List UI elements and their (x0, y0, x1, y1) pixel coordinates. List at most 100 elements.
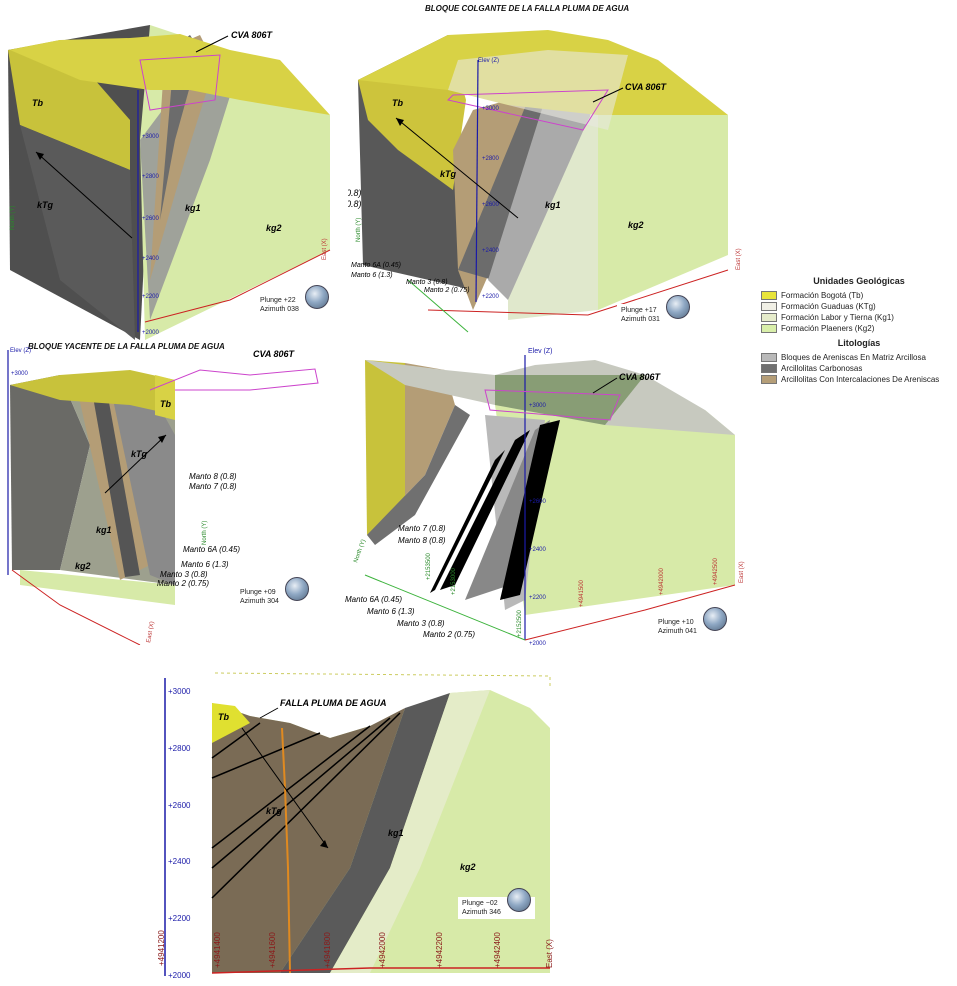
legend-item: Formación Labor y Tierna (Kg1) (761, 312, 957, 323)
tb-label-1: Tb (32, 98, 43, 108)
svg-text:+2200: +2200 (168, 914, 191, 923)
svg-text:+3000: +3000 (142, 134, 160, 140)
borehole-label-3: CVA 806T (253, 349, 296, 359)
legend: Unidades Geológicas Formación Bogotá (Tb… (761, 276, 957, 385)
kg1-label-2: kg1 (545, 200, 561, 210)
cross-section-panel: FALLA PLUMA DE AGUA Tb kTg kg1 kg2 +3000… (157, 672, 554, 980)
block-model-panel-3: Elev (Z) +3000 CVA 806T Tb kTg kg1 kg2 M… (7, 348, 319, 645)
svg-text:East (X): East (X) (739, 561, 745, 583)
svg-text:Manto 7 (0.8): Manto 7 (0.8) (398, 524, 446, 533)
hanging-block-title: BLOQUE COLGANTE DE LA FALLA PLUMA DE AGU… (425, 4, 630, 13)
kg2-face (598, 105, 728, 310)
svg-text:+3000: +3000 (168, 687, 191, 696)
svg-text:East (X): East (X) (545, 939, 554, 968)
top-surface (10, 34, 330, 115)
legend-item: Arcillolitas Con Intercalaciones De Aren… (761, 374, 957, 385)
svg-text:kg1: kg1 (96, 525, 112, 535)
svg-text:East (X): East (X) (146, 621, 156, 643)
svg-text:+2153000: +2153000 (451, 567, 457, 595)
svg-text:Tb: Tb (160, 399, 171, 409)
svg-text:+3000: +3000 (11, 371, 29, 377)
borehole-trace-3 (149, 368, 319, 391)
svg-text:Manto 6A (0.45): Manto 6A (0.45) (351, 262, 401, 269)
svg-text:+2800: +2800 (168, 744, 191, 753)
svg-text:+2000: +2000 (142, 330, 160, 336)
kg2-label-1: kg2 (266, 223, 282, 233)
svg-text:+2200: +2200 (529, 595, 547, 601)
compass-icon (304, 285, 329, 309)
svg-text:kg2: kg2 (460, 862, 476, 872)
svg-text:Manto 6A (0.45): Manto 6A (0.45) (345, 595, 402, 604)
footwall-block-title: BLOQUE YACENTE DE LA FALLA PLUMA DE AGUA (28, 342, 225, 351)
svg-text:Manto 6A (0.45): Manto 6A (0.45) (183, 545, 240, 554)
compass-icon (506, 888, 531, 912)
svg-text:+4941500: +4941500 (579, 579, 585, 607)
svg-text:+4941400: +4941400 (213, 932, 222, 968)
kg2-label-2: kg2 (628, 220, 644, 230)
svg-text:kg1: kg1 (388, 828, 404, 838)
svg-text:kTg: kTg (131, 449, 148, 459)
tb-face (8, 40, 130, 170)
svg-text:Elev (Z): Elev (Z) (528, 348, 553, 355)
svg-text:+2600: +2600 (482, 202, 500, 208)
kg2-face (495, 405, 735, 615)
manto-7-label: Manto 7 (0.8) (348, 199, 362, 209)
svg-text:Manto 2 (0.75): Manto 2 (0.75) (423, 630, 475, 639)
svg-text:+4942400: +4942400 (493, 932, 502, 968)
svg-text:kTg: kTg (266, 806, 283, 816)
block-model-panel-1: Tb kTg kg1 kg2 CVA 806T +3000 +2800 +260… (8, 25, 331, 340)
svg-text:+2400: +2400 (168, 857, 191, 866)
legend-item: Formación Guaduas (KTg) (761, 301, 957, 312)
fault-trace (281, 727, 291, 974)
svg-text:+2400: +2400 (142, 256, 160, 262)
svg-text:+4941800: +4941800 (323, 932, 332, 968)
manto-8-label: Manto 8 (0.8) (348, 188, 362, 198)
ktg-label-1: kTg (37, 200, 54, 210)
svg-text:+4941600: +4941600 (268, 932, 277, 968)
compass-icon (284, 577, 309, 601)
fault-label: FALLA PLUMA DE AGUA (280, 698, 387, 708)
svg-text:North (Y): North (Y) (356, 218, 362, 242)
ktg-face (10, 375, 90, 570)
svg-text:North (Y): North (Y) (10, 206, 16, 230)
block-model-panel-2: Elev (Z) Tb kTg kg1 kg2 CVA 806T Manto 8… (348, 30, 742, 333)
svg-text:+4941200: +4941200 (157, 930, 166, 966)
svg-text:kg2: kg2 (75, 561, 91, 571)
svg-text:+2153500: +2153500 (426, 552, 432, 580)
svg-text:+2800: +2800 (142, 174, 160, 180)
borehole-label-2: CVA 806T (625, 82, 668, 92)
svg-text:Elev (Z): Elev (Z) (478, 58, 499, 64)
borehole-label-4: CVA 806T (619, 372, 662, 382)
svg-text:Tb: Tb (218, 712, 229, 722)
svg-text:+2000: +2000 (168, 971, 191, 980)
legend-item: Formación Bogotá (Tb) (761, 290, 957, 301)
svg-text:+2600: +2600 (168, 801, 191, 810)
legend-units-title: Unidades Geológicas (813, 276, 905, 286)
tb-face (212, 703, 250, 743)
svg-text:Manto 3 (0.8): Manto 3 (0.8) (406, 279, 448, 286)
svg-text:+2600: +2600 (142, 216, 160, 222)
kg1-label-1: kg1 (185, 203, 201, 213)
ktg-face (212, 703, 405, 973)
compass-icon (702, 607, 727, 631)
svg-text:+4942000: +4942000 (378, 932, 387, 968)
svg-text:+3000: +3000 (482, 106, 500, 112)
direction-arrow-1 (35, 151, 133, 239)
svg-text:Manto 3 (0.8): Manto 3 (0.8) (397, 619, 445, 628)
top-surface (10, 370, 175, 415)
svg-text:+2000: +2000 (529, 641, 547, 645)
svg-text:+2800: +2800 (482, 156, 500, 162)
svg-text:Manto 6 (1.3): Manto 6 (1.3) (351, 272, 393, 279)
svg-text:+2600: +2600 (529, 499, 547, 505)
svg-text:+4942000: +4942000 (659, 567, 665, 595)
legend-item: Arcillolitas Carbonosas (761, 363, 957, 374)
svg-text:Manto 3 (0.8): Manto 3 (0.8) (160, 570, 208, 579)
svg-text:North (Y): North (Y) (202, 521, 208, 545)
legend-lith-title: Litologías (837, 338, 881, 348)
svg-text:Manto 8 (0.8): Manto 8 (0.8) (398, 536, 446, 545)
